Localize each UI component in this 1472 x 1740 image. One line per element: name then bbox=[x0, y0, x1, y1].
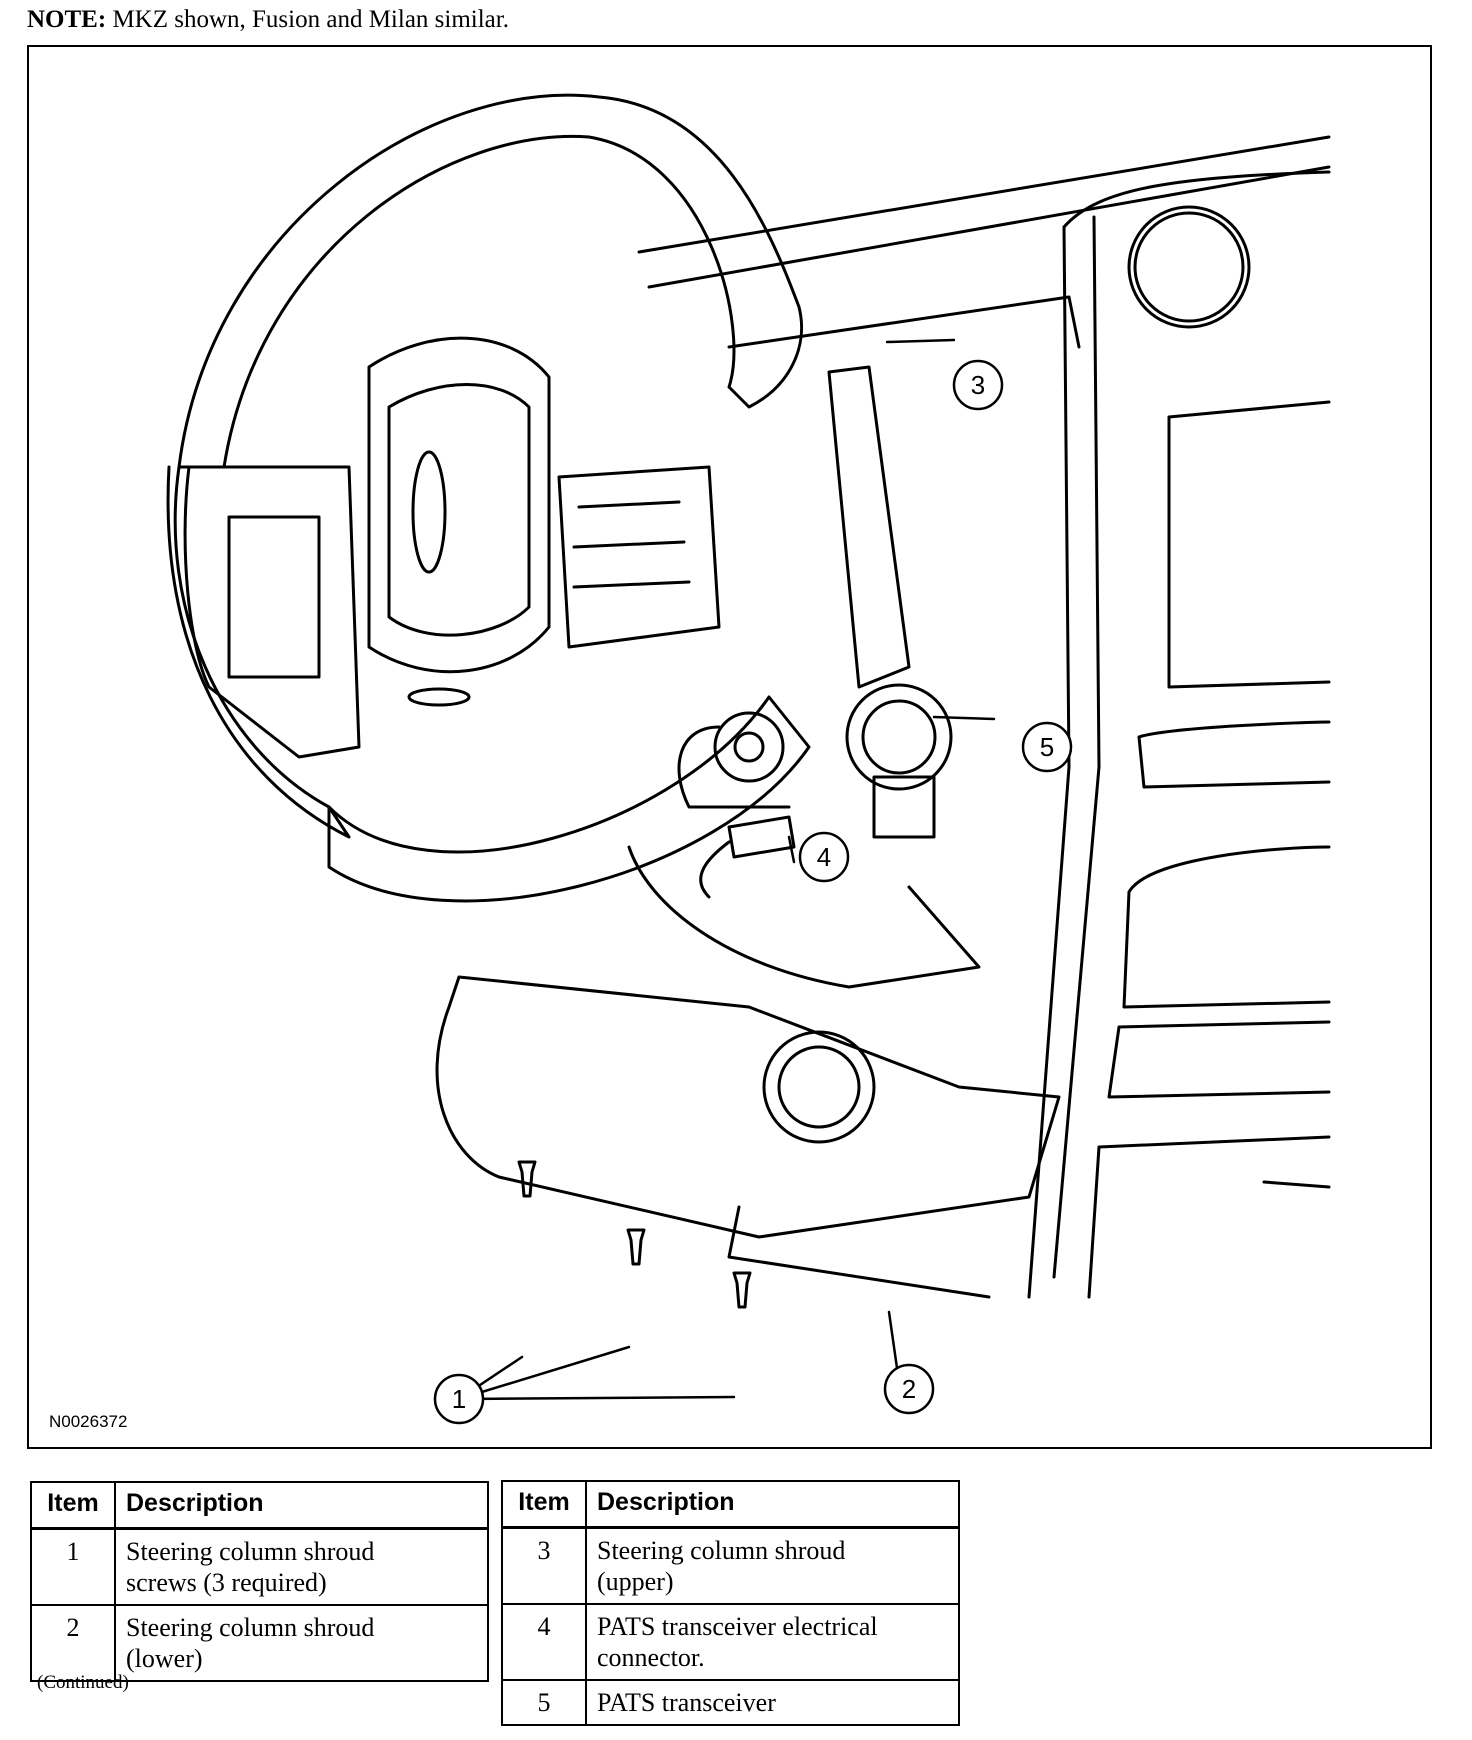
description-line: PATS transceiver bbox=[597, 1688, 776, 1717]
description-line: screws (3 required) bbox=[126, 1568, 327, 1597]
item-table-left: Item Description 1 Steering column shrou… bbox=[30, 1481, 489, 1682]
item-number: 2 bbox=[30, 1604, 116, 1682]
callout-1: 1 bbox=[452, 1384, 466, 1414]
item-description: Steering column shroud (upper) bbox=[585, 1526, 960, 1605]
item-table-right: Item Description 3 Steering column shrou… bbox=[501, 1480, 960, 1726]
illustration-frame: 3 5 4 2 1 N0026372 bbox=[27, 45, 1432, 1449]
table-row: 1 Steering column shroud screws (3 requi… bbox=[30, 1527, 489, 1606]
figure-id: N0026372 bbox=[49, 1412, 128, 1431]
item-description: PATS transceiver electrical connector. bbox=[585, 1603, 960, 1681]
note-line: NOTE: MKZ shown, Fusion and Milan simila… bbox=[27, 6, 509, 34]
table-header-row: Item Description bbox=[501, 1480, 960, 1529]
item-number: 3 bbox=[501, 1526, 587, 1605]
item-description: Steering column shroud screws (3 require… bbox=[114, 1527, 489, 1606]
steering-column-illustration: 3 5 4 2 1 bbox=[166, 93, 1331, 1425]
table-row: 3 Steering column shroud (upper) bbox=[501, 1526, 960, 1605]
header-description: Description bbox=[114, 1481, 489, 1530]
description-line: Steering column shroud bbox=[126, 1613, 375, 1642]
header-item: Item bbox=[501, 1480, 587, 1529]
item-description: Steering column shroud (lower) bbox=[114, 1604, 489, 1682]
description-line: connector. bbox=[597, 1643, 705, 1672]
continued-note: (Continued) bbox=[37, 1672, 129, 1693]
item-number: 4 bbox=[501, 1603, 587, 1681]
table-header-row: Item Description bbox=[30, 1481, 489, 1530]
callout-4: 4 bbox=[817, 842, 831, 872]
table-row: 5 PATS transceiver bbox=[501, 1679, 960, 1726]
note-label: NOTE: bbox=[27, 6, 107, 33]
callout-3: 3 bbox=[971, 370, 985, 400]
table-row: 4 PATS transceiver electrical connector. bbox=[501, 1603, 960, 1681]
callout-2: 2 bbox=[902, 1374, 916, 1404]
header-item: Item bbox=[30, 1481, 116, 1530]
description-line: PATS transceiver electrical bbox=[597, 1612, 878, 1641]
item-number: 1 bbox=[30, 1527, 116, 1606]
item-description: PATS transceiver bbox=[585, 1679, 960, 1726]
header-description: Description bbox=[585, 1480, 960, 1529]
description-line: (lower) bbox=[126, 1644, 203, 1673]
item-number: 5 bbox=[501, 1679, 587, 1726]
description-line: Steering column shroud bbox=[126, 1537, 375, 1566]
description-line: Steering column shroud bbox=[597, 1536, 846, 1565]
description-line: (upper) bbox=[597, 1567, 674, 1596]
table-row: 2 Steering column shroud (lower) bbox=[30, 1604, 489, 1682]
callout-5: 5 bbox=[1040, 732, 1054, 762]
note-text: MKZ shown, Fusion and Milan similar. bbox=[112, 6, 509, 33]
